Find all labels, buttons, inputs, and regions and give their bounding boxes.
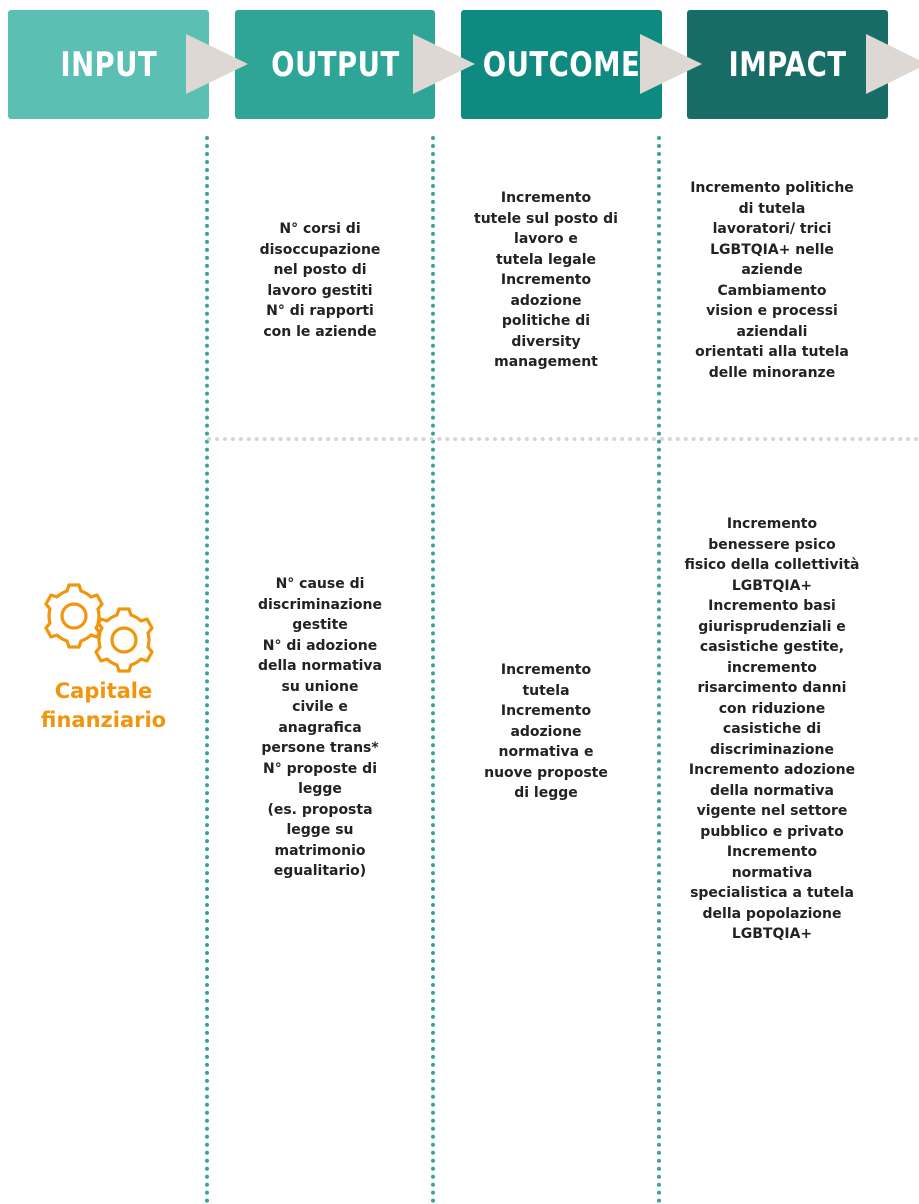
header-output-label: OUTPUT	[270, 44, 400, 85]
row2-impact-text: Incremento benessere psico fisico della …	[684, 516, 860, 942]
header-output: OUTPUT	[235, 10, 435, 119]
header-impact: IMPACT	[687, 10, 888, 119]
row1-output-text: N° corsi di disoccupazione nel posto di …	[259, 221, 381, 340]
row2-outcome-text: Incremento tutela Incremento adozione no…	[484, 662, 608, 801]
row2-output-text: N° cause di discriminazione gestite N° d…	[257, 576, 383, 879]
arrow-output-outcome	[413, 34, 475, 94]
arrow-impact-end	[866, 34, 919, 94]
row-divider	[207, 437, 919, 441]
header-input: INPUT	[8, 10, 209, 119]
gears-icon	[34, 578, 160, 674]
header-input-label: INPUT	[60, 44, 157, 85]
row1-outcome-text: Incremento tutele sul posto di lavoro e …	[474, 190, 618, 370]
header-outcome: OUTCOME	[461, 10, 662, 119]
column-divider-2	[431, 136, 435, 1204]
arrow-outcome-impact	[640, 34, 702, 94]
arrow-input-output	[186, 34, 248, 94]
row1-impact-text: Incremento politiche di tutela lavorator…	[690, 180, 854, 381]
column-divider-1	[205, 136, 209, 1204]
header-impact-label: IMPACT	[728, 44, 847, 85]
column-divider-3	[657, 136, 661, 1204]
input-capital-label: Capitale finanziario	[40, 679, 167, 732]
header-outcome-label: OUTCOME	[482, 44, 641, 85]
